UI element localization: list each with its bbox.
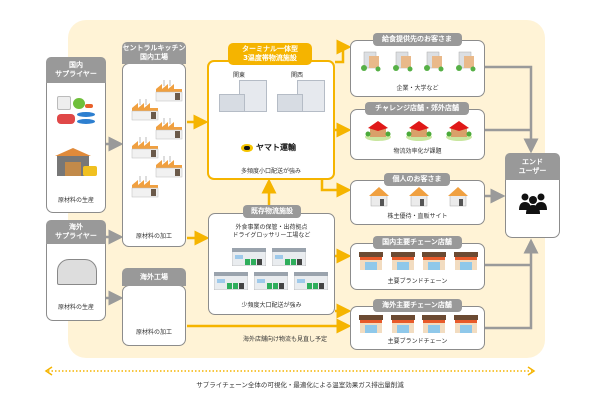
catering-customers-title: 給食提供先のお客さま <box>372 33 462 46</box>
house-icon <box>408 185 430 211</box>
label-kanto: 関東 <box>233 72 246 79</box>
factory-icon <box>154 156 184 178</box>
domestic-chain-stores-caption: 主要ブランドチェーン <box>387 278 448 285</box>
restaurant-icon <box>358 315 383 337</box>
end-user-box: エンド ユーザー <box>505 153 560 238</box>
group-icon <box>519 193 547 214</box>
warehouse-icon <box>57 259 97 285</box>
challenge-stores-box: 物流効率化が課題 <box>350 109 485 160</box>
shop-icon <box>365 119 392 145</box>
warehouse-building-icon <box>293 270 329 294</box>
line-chains-to-enduser <box>485 238 539 330</box>
factory-icon <box>130 176 160 198</box>
overseas-supplier-box: 海外 サプライヤー 原材料の生産 <box>46 220 106 321</box>
bottom-note: サプライチェーン全体の可視化・最適化による温室効果ガス排出量削減 <box>196 381 404 389</box>
arrow-terminal-to-individual <box>320 178 352 198</box>
label-kansai: 関西 <box>291 72 304 79</box>
office-icon <box>392 50 414 76</box>
arrow-terminal-to-catering <box>335 39 352 64</box>
domestic-supplier-box: 国内 サプライヤー 原材料の生産 <box>46 57 106 213</box>
terminal-facility-box: 関東 関西 ヤマト運輸 多頻度小口配送が強み <box>207 60 335 180</box>
catering-customers-box: 企業・大学など <box>350 40 485 97</box>
factory-icon <box>154 80 184 102</box>
building-kansai-icon <box>277 80 325 112</box>
house-icon <box>447 185 469 211</box>
end-user-title: エンド ユーザー <box>505 153 560 180</box>
building-kanto-icon <box>219 80 267 112</box>
domestic-supplier-caption: 原材料の生産 <box>57 197 94 204</box>
overseas-factory-title: 海外工場 <box>122 268 186 286</box>
overseas-supplier-title: 海外 サプライヤー <box>46 220 106 244</box>
food-ingredients-icon <box>55 96 99 130</box>
house-icon <box>368 185 390 211</box>
warehouse-forklift-icon <box>55 148 101 180</box>
individual-customers-box: 株主優待・直販サイト <box>350 180 485 225</box>
restaurant-icon <box>454 252 479 274</box>
existing-facility-title: 既存物流施設 <box>243 205 301 218</box>
individual-customers-title: 個人のお客さま <box>383 173 451 186</box>
warehouse-building-icon <box>253 270 289 294</box>
restaurant-icon <box>422 252 447 274</box>
shop-icon <box>445 119 472 145</box>
office-icon <box>360 50 382 76</box>
existing-facility-description: 外食事業の保管・出荷拠点 ドライグロッサリー工場など <box>232 224 311 239</box>
domestic-supplier-title: 国内 サプライヤー <box>46 57 106 83</box>
factory-icon <box>130 137 160 159</box>
warehouse-building-icon <box>271 246 307 270</box>
existing-facility-box: 外食事業の保管・出荷拠点 ドライグロッサリー工場など 少頻度大口配送が強み <box>208 213 335 315</box>
individual-customers-caption: 株主優待・直販サイト <box>387 213 448 220</box>
factory-icon <box>154 118 184 140</box>
challenge-stores-caption: 物流効率化が課題 <box>393 148 442 155</box>
warehouse-building-icon <box>231 246 267 270</box>
overseas-factory-caption: 原材料の加工 <box>135 329 172 336</box>
existing-facility-caption: 少頻度大口配送が強み <box>241 302 302 309</box>
overseas-chain-stores-caption: 主要ブランドチェーン <box>387 338 448 345</box>
central-kitchen-title: セントラルキッチン 国内工場 <box>122 42 186 64</box>
restaurant-icon <box>390 315 415 337</box>
catering-customers-caption: 企業・大学など <box>396 85 439 92</box>
line-catering-to-enduser <box>485 65 539 154</box>
overseas-route-note: 海外店舗向け物流も見直し予定 <box>242 336 327 343</box>
shop-icon <box>405 119 432 145</box>
terminal-caption: 多頻度小口配送が強み <box>240 168 301 175</box>
terminal-title: ターミナル一体型 3温度帯物流施設 <box>228 43 312 65</box>
yamato-brand-text: ヤマト運輸 <box>256 143 296 152</box>
challenge-stores-title: チャレンジ店舗・郊外店舗 <box>365 102 469 115</box>
office-icon <box>455 50 477 76</box>
restaurant-icon <box>358 252 383 274</box>
office-icon <box>423 50 445 76</box>
restaurant-icon <box>422 315 447 337</box>
domestic-chain-stores-title: 国内主要チェーン店舗 <box>372 236 462 249</box>
warehouse-building-icon <box>213 270 249 294</box>
overseas-factory-box: 原材料の加工 <box>122 285 186 346</box>
overseas-chain-stores-box: 主要ブランドチェーン <box>350 306 485 350</box>
central-kitchen-caption: 原材料の加工 <box>135 233 172 240</box>
domestic-chain-stores-box: 主要ブランドチェーン <box>350 243 485 290</box>
restaurant-icon <box>390 252 415 274</box>
yamato-logo: ヤマト運輸 <box>241 142 296 153</box>
overseas-chain-stores-title: 海外主要チェーン店舗 <box>372 299 462 312</box>
factory-icon <box>130 99 160 121</box>
overseas-supplier-caption: 原材料の生産 <box>57 304 94 311</box>
restaurant-icon <box>454 315 479 337</box>
black-cat-icon <box>241 143 253 152</box>
